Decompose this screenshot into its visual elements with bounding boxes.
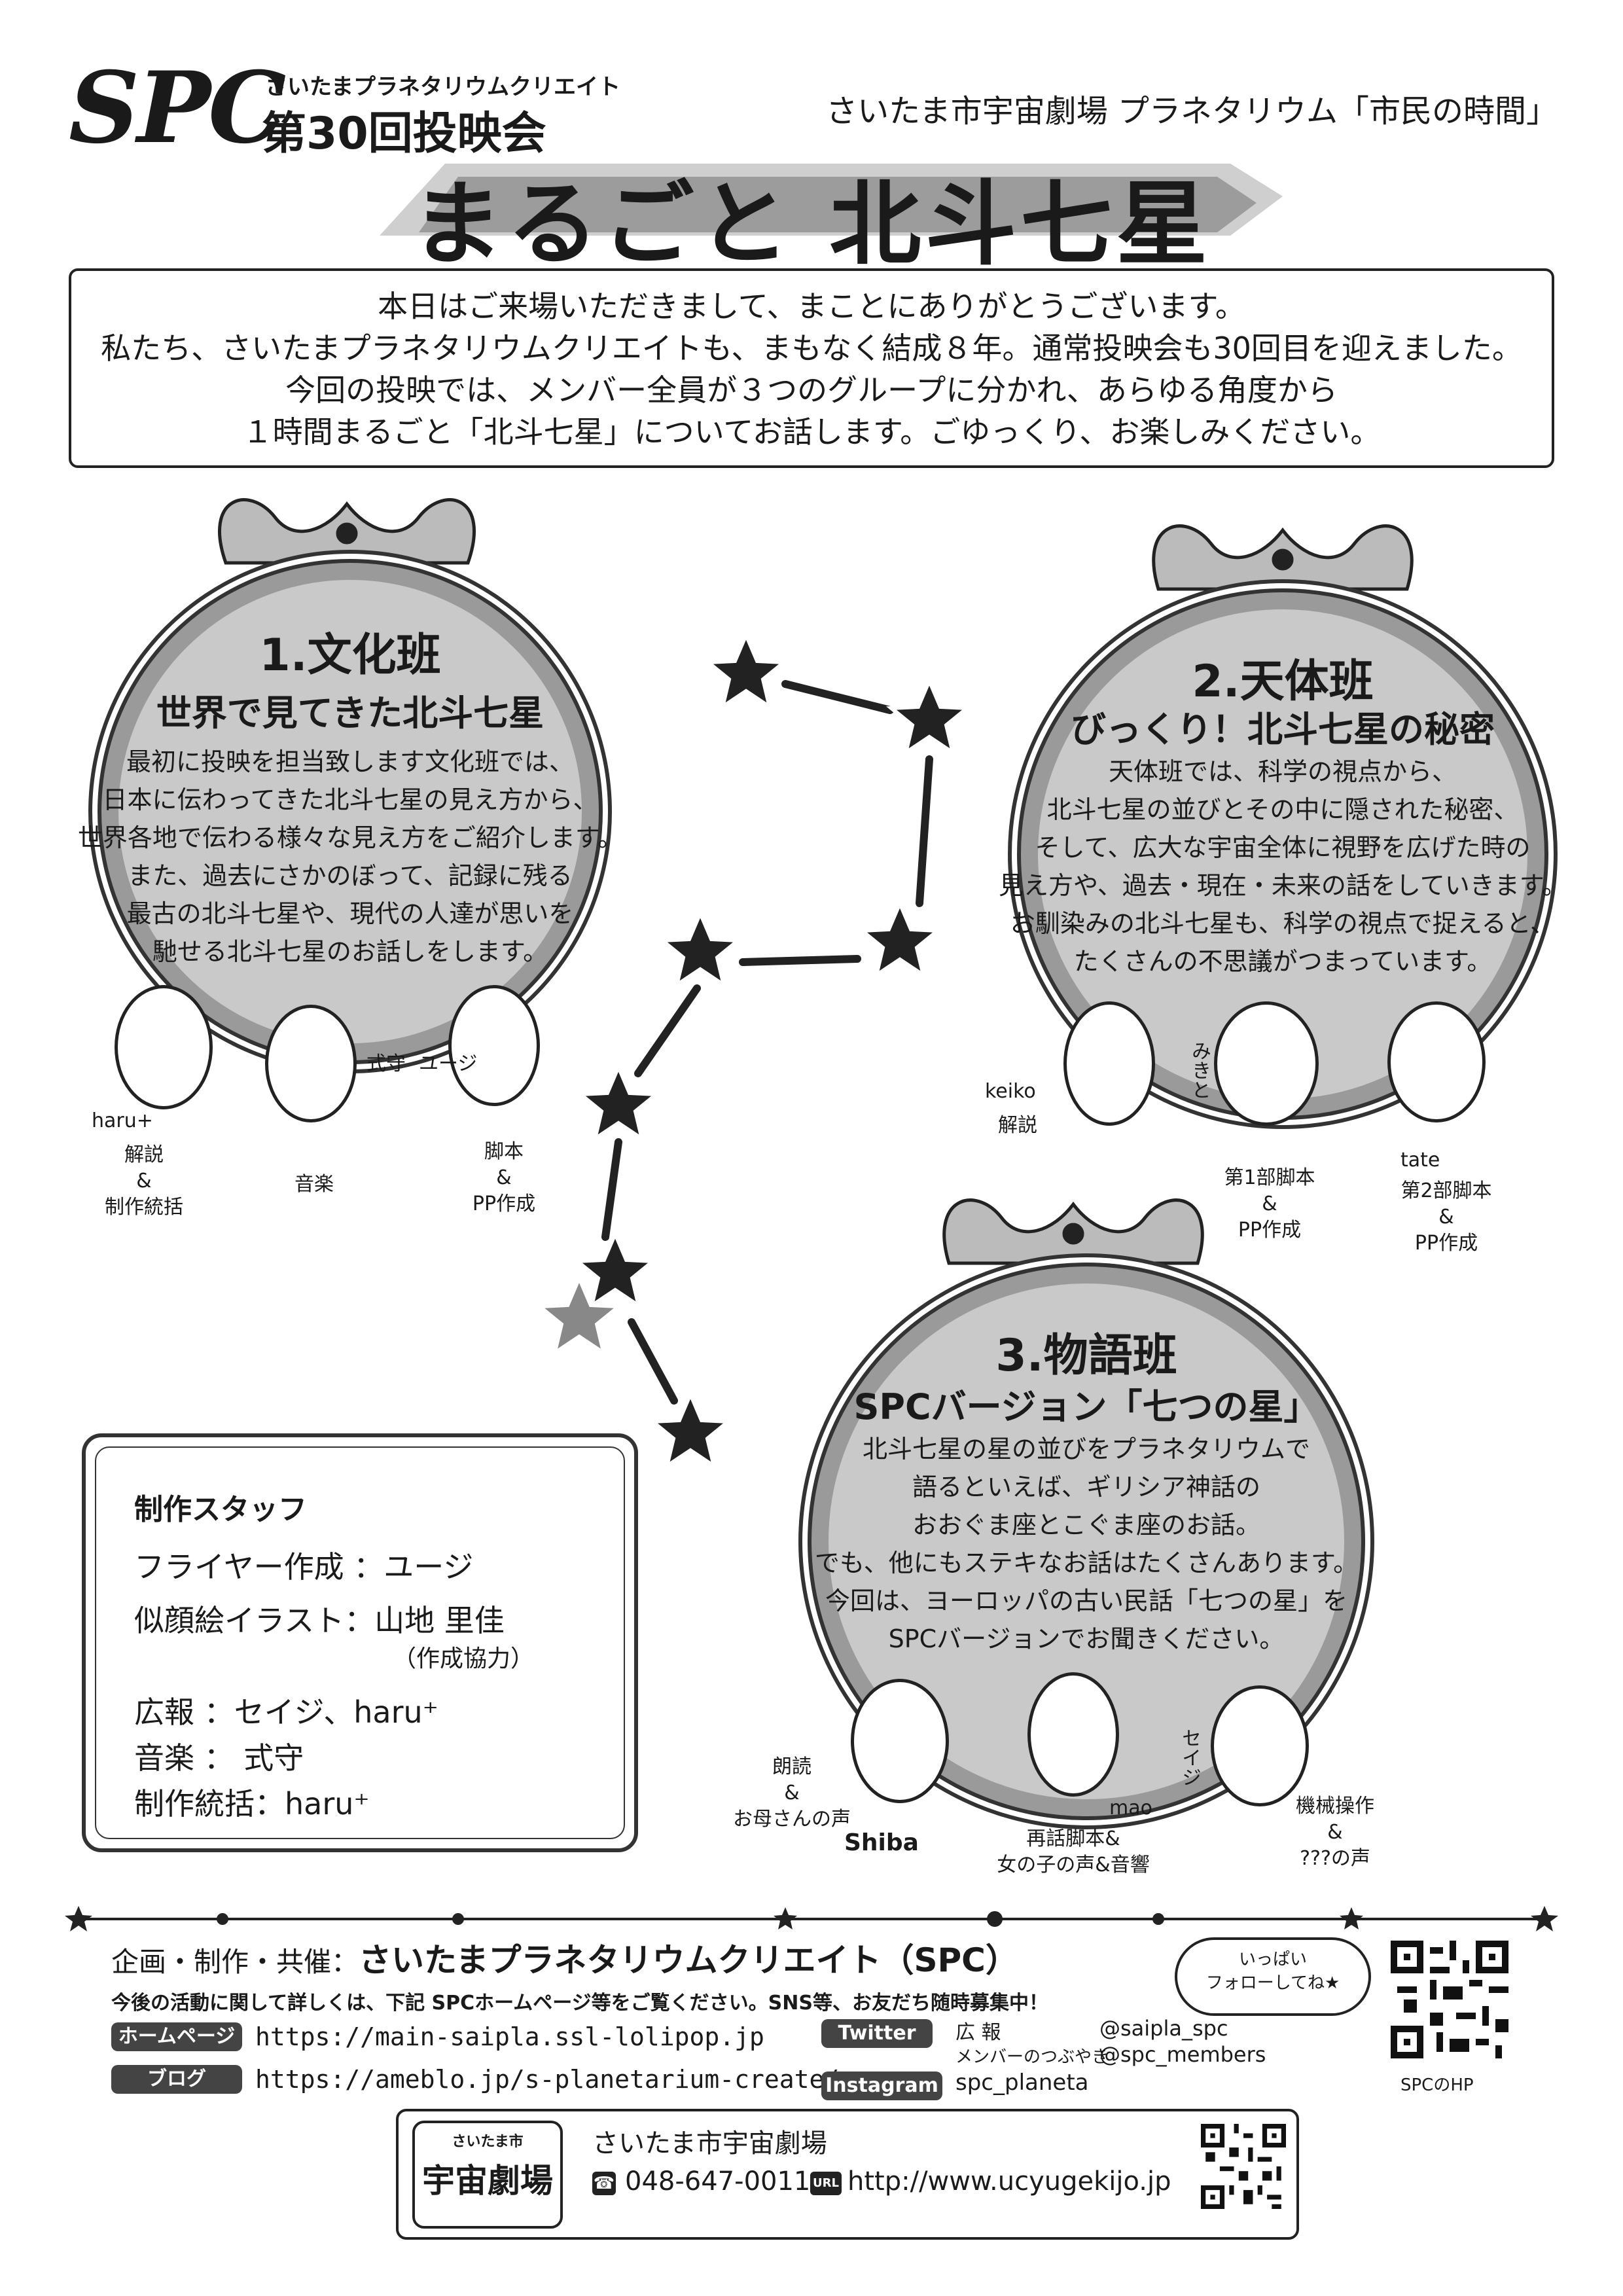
group-title: 3.物語班 [995, 1330, 1177, 1382]
intro-line: 本日はご来場いただきまして、まことにありがとうございます。 [378, 289, 1245, 324]
venue-name: さいたま市宇宙劇場 [592, 2128, 827, 2159]
blog-label: ブログ [111, 2065, 242, 2094]
constellation-lines [601, 680, 933, 1405]
ornament-1 [218, 498, 476, 565]
member-name: セイジ [1178, 1728, 1201, 1787]
qr-caption: SPCのHP [1400, 2075, 1474, 2095]
twitter-label: Twitter [821, 2019, 933, 2048]
group-subtitle: SPCバージョン「七つの星」 [853, 1386, 1319, 1427]
venue-heading: さいたま市宇宙劇場 プラネタリウム「市民の時間」 [826, 93, 1558, 130]
group-title: 2.天体班 [1192, 656, 1374, 708]
staff-title: 制作スタッフ [134, 1493, 307, 1526]
main-title: まるごと 北斗七星 [411, 171, 1212, 278]
member-name: mao [1109, 1797, 1152, 1820]
blog-link[interactable]: https://ameblo.jp/s-planetarium-create/ [255, 2065, 840, 2094]
producer-name: さいたまプラネタリウムクリエイト（SPC） [359, 1941, 1018, 1979]
qr-code-spc[interactable] [1391, 1941, 1508, 2058]
footer-note: 今後の活動に関して詳しくは、下記 SPCホームページ等をご覧ください。SNS等、… [111, 1992, 1048, 2015]
avatar [115, 985, 213, 1109]
org-name-small: さいたまプラネタリウムクリエイト [265, 74, 620, 100]
member-name: keiko [985, 1080, 1036, 1103]
member-name: haru+ [92, 1109, 153, 1132]
member-name: Shiba [844, 1829, 919, 1856]
member-role: 朗読&お母さんの声 [733, 1755, 851, 1831]
avatar [265, 1005, 357, 1122]
group-body: 最初に投映を担当致します文化班では、 日本に伝わってきた北斗七星の見え方から、 … [77, 747, 623, 966]
spc-logo: SPC [69, 50, 287, 166]
member-role: 音楽 [294, 1173, 334, 1196]
staff-illust-note: （作成協力） [393, 1645, 535, 1672]
avatar [1211, 1685, 1309, 1806]
staff-music: 音楽 ： 式守 [134, 1740, 304, 1776]
staff-director: 制作統括：haru⁺ [134, 1786, 370, 1821]
hp-link[interactable]: https://main-saipla.ssl-lolipop.jp [255, 2022, 764, 2051]
tw-mem-label: メンバーのつぶやき [955, 2047, 1109, 2067]
ornament-3 [942, 1198, 1204, 1265]
ornament-2 [1152, 524, 1414, 591]
intro-line: １時間まるごと「北斗七星」についてお話します。ごゆっくり、お楽しみください。 [242, 414, 1381, 450]
member-role: 解説 [998, 1114, 1037, 1137]
avatar [851, 1679, 949, 1803]
tw-pr[interactable]: @saipla_spc [1099, 2016, 1228, 2041]
staff-illust: 似顔絵イラスト：山地 里佳 [134, 1603, 505, 1638]
member-name: みきと [1188, 1041, 1211, 1100]
staff-box-inner [95, 1446, 625, 1839]
venue-tel: 048-647-0011 [625, 2166, 811, 2197]
circle-bunka [101, 563, 599, 1060]
intro-box: 本日はご来場いただきまして、まことにありがとうございます。 私たち、さいたまプラ… [69, 268, 1554, 468]
member-role: 第1部脚本&PP作成 [1224, 1166, 1315, 1242]
staff-pr: 広報 ：セイジ、haru⁺ [134, 1695, 438, 1730]
staff-flyer: フライヤー作成 ：ユージ [134, 1549, 474, 1585]
intro-line: 今回の投映では、メンバー全員が３つのグループに分かれ、あらゆる角度から [285, 372, 1338, 408]
avatar [1214, 1001, 1319, 1126]
member-role: 再話脚本&女の子の声&音響 [997, 1827, 1150, 1876]
member-name: ユージ [419, 1052, 478, 1075]
tw-mem[interactable]: @spc_members [1099, 2042, 1266, 2067]
phone-icon: ☎ [592, 2172, 616, 2195]
avatar [1027, 1672, 1119, 1797]
member-role: 脚本&PP作成 [472, 1140, 536, 1215]
venue-url[interactable]: http://www.ucyugekijo.jp [847, 2166, 1171, 2197]
group-subtitle: 世界で見てきた北斗七星 [156, 692, 544, 734]
member-role: 解説&制作統括 [105, 1143, 183, 1219]
avatar [1387, 1001, 1486, 1122]
intro-line: 私たち、さいたまプラネタリウムクリエイトも、まもなく結成８年。通常投映会も30回… [101, 331, 1522, 366]
staff-box [82, 1433, 638, 1852]
follow-bubble: いっぱい フォローしてね★ [1175, 1937, 1371, 2016]
qr-code-venue[interactable] [1201, 2124, 1286, 2209]
member-role: 機械操作&???の声 [1296, 1795, 1374, 1870]
group-body: 北斗七星の星の並びをプラネタリウムで 語るといえば、ギリシア神話の おおぐま座と… [814, 1435, 1359, 1653]
instagram-label: Instagram [821, 2072, 942, 2100]
url-icon: URL [810, 2172, 842, 2195]
instagram-account[interactable]: spc_planeta [955, 2070, 1089, 2096]
avatar [448, 985, 540, 1106]
member-name: 式守 [366, 1052, 406, 1075]
tw-pr-label: 広 報 [955, 2021, 1001, 2044]
member-role: 第2部脚本&PP作成 [1400, 1179, 1492, 1255]
title-band [380, 164, 1283, 236]
producer-line: 企画・制作・共催：さいたまプラネタリウムクリエイト（SPC） [111, 1941, 1018, 1979]
event-number: 第30回投映会 [262, 108, 546, 160]
avatar [1063, 1001, 1155, 1126]
hp-label: ホームページ [111, 2022, 242, 2051]
member-name: tate [1400, 1149, 1440, 1172]
venue-logo: さいたま市 宇宙劇場 [412, 2121, 563, 2229]
group-subtitle: びっくり！北斗七星の秘密 [1071, 709, 1495, 750]
venue-box [396, 2109, 1299, 2240]
group-body: 天体班では、科学の視点から、 北斗七星の並びとその中に隠された秘密、 そして、広… [999, 757, 1567, 976]
group-title: 1.文化班 [259, 630, 441, 681]
